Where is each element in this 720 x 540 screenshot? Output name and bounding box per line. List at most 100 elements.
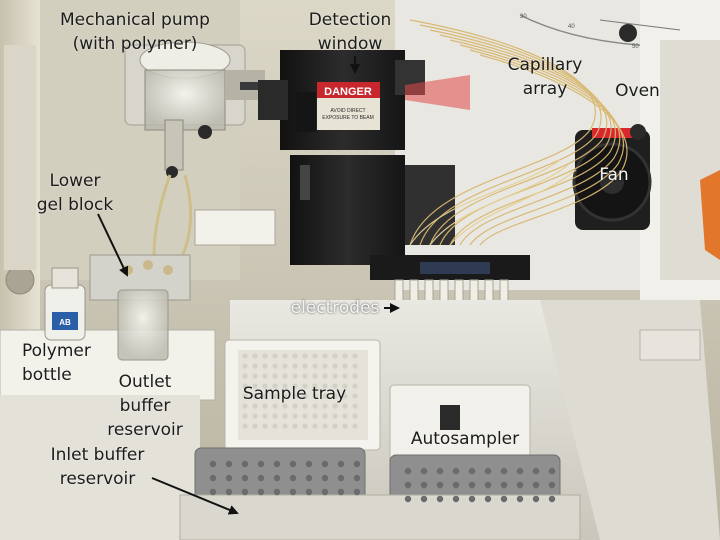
sample-well: [242, 403, 248, 409]
annotation-arrows: [97, 56, 400, 515]
septa-well: [241, 460, 249, 468]
sample-well: [252, 383, 258, 389]
sample-well: [272, 363, 278, 369]
sample-well: [262, 413, 268, 419]
sample-well: [342, 373, 348, 379]
label-autosampler: Autosampler: [410, 429, 520, 449]
septa-well: [209, 488, 217, 496]
septa-well: [225, 488, 233, 496]
sample-well: [352, 393, 358, 399]
septa-well: [484, 481, 492, 489]
sample-well: [342, 403, 348, 409]
sample-well: [312, 383, 318, 389]
danger-sign-text: DANGER: [324, 86, 372, 98]
sample-well: [322, 363, 328, 369]
sample-well: [272, 413, 278, 419]
sample-well: [242, 383, 248, 389]
scale-mark-30: 30: [520, 14, 527, 20]
sample-well: [312, 393, 318, 399]
sample-well: [272, 423, 278, 429]
sample-well: [272, 353, 278, 359]
septa-well: [484, 495, 492, 503]
septa-well: [516, 467, 524, 475]
sample-well: [332, 353, 338, 359]
septa-well: [337, 488, 345, 496]
septa-well: [420, 481, 428, 489]
septa-well: [305, 488, 313, 496]
label-oven: Oven: [615, 81, 660, 101]
septa-well: [548, 495, 556, 503]
sample-well: [312, 373, 318, 379]
septa-well: [404, 467, 412, 475]
septa-well: [516, 495, 524, 503]
septa-well: [257, 460, 265, 468]
sample-well: [332, 423, 338, 429]
sample-well: [282, 373, 288, 379]
scale-mark-50: 50: [632, 44, 639, 50]
sample-well: [342, 363, 348, 369]
septa-well: [404, 481, 412, 489]
sample-well: [332, 403, 338, 409]
label-fan: Fan: [599, 165, 629, 185]
sample-well: [322, 353, 328, 359]
septa-well: [353, 488, 361, 496]
septa-well: [500, 481, 508, 489]
sample-well: [282, 413, 288, 419]
label-detection-window: Detection window: [308, 10, 392, 54]
septa-well: [337, 474, 345, 482]
sample-well: [312, 413, 318, 419]
sample-well: [322, 373, 328, 379]
sample-well: [252, 363, 258, 369]
label-lower-gel-block: Lower gel block: [36, 171, 114, 215]
sample-well: [242, 393, 248, 399]
septa-well: [468, 481, 476, 489]
septa-well: [516, 481, 524, 489]
sample-well: [352, 373, 358, 379]
sample-well: [352, 413, 358, 419]
sample-well: [302, 423, 308, 429]
septa-well: [548, 467, 556, 475]
sample-well: [282, 353, 288, 359]
septa-well: [532, 495, 540, 503]
sample-well: [352, 403, 358, 409]
bottle-label-text: AB: [59, 318, 71, 327]
sample-well: [292, 383, 298, 389]
sample-well: [342, 423, 348, 429]
label-sample-tray: Sample tray: [242, 384, 347, 404]
detection-block: [258, 50, 425, 150]
sample-well: [252, 373, 258, 379]
sample-well: [262, 423, 268, 429]
sample-well: [332, 373, 338, 379]
label-inlet-buffer-reservoir: Inlet buffer reservoir: [50, 445, 145, 489]
sample-well: [282, 363, 288, 369]
polymer-bottle: [44, 267, 86, 341]
sample-well: [342, 393, 348, 399]
sample-well: [332, 393, 338, 399]
sample-well: [262, 373, 268, 379]
sample-well: [322, 413, 328, 419]
label-outlet-buffer-reservoir: Outlet buffer reservoir: [107, 372, 183, 440]
sample-well: [342, 383, 348, 389]
septa-wells: [209, 460, 556, 503]
septa-well: [420, 495, 428, 503]
septa-well: [532, 481, 540, 489]
buffer-manifold: [89, 254, 191, 361]
sample-well: [312, 353, 318, 359]
sample-well: [242, 353, 248, 359]
sample-well: [272, 373, 278, 379]
sample-well: [252, 393, 258, 399]
septa-well: [353, 474, 361, 482]
arrow-inlet-buffer-reservoir: [151, 477, 239, 515]
label-mechanical-pump: Mechanical pump (with polymer): [60, 10, 210, 54]
sample-well: [292, 403, 298, 409]
sample-well: [282, 423, 288, 429]
sample-well: [302, 373, 308, 379]
septa-well: [289, 488, 297, 496]
sample-well: [292, 413, 298, 419]
septa-well: [436, 481, 444, 489]
sample-well: [272, 403, 278, 409]
septa-well: [436, 467, 444, 475]
sample-well: [242, 363, 248, 369]
